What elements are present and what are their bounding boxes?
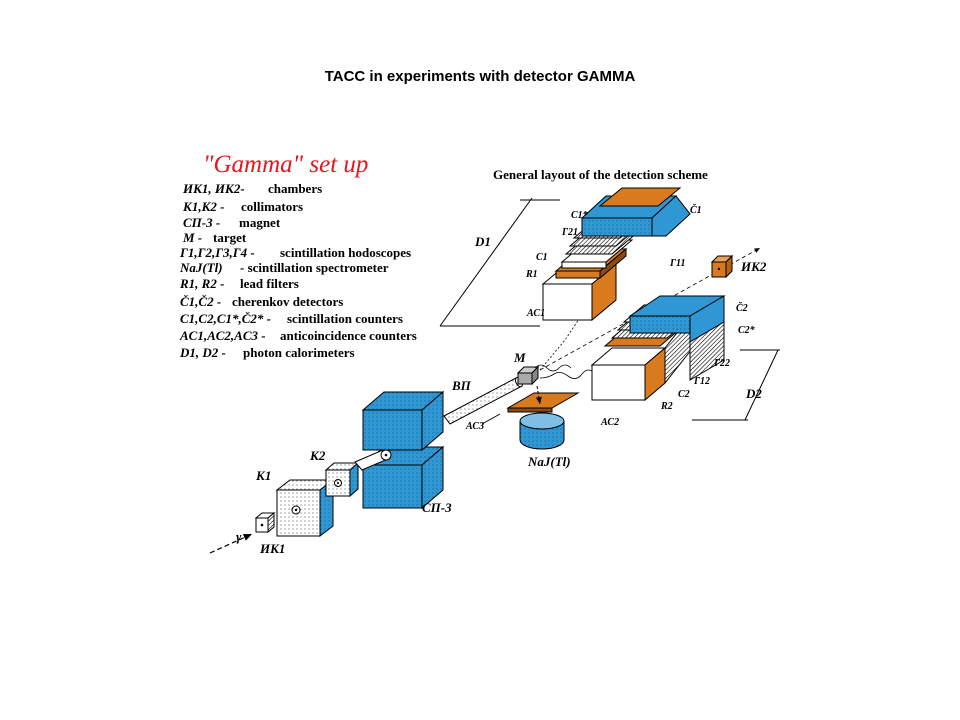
legend-desc: photon calorimeters <box>243 345 355 360</box>
k1-collimator <box>275 478 335 538</box>
legend-desc: scintillation counters <box>287 311 403 326</box>
g21-label: Г21 <box>561 227 578 238</box>
c1-label: С1 <box>536 252 548 263</box>
legend-desc: anticoincidence counters <box>280 328 417 343</box>
c1-check-label: Č1 <box>690 203 702 216</box>
sp3-magnet <box>354 390 445 510</box>
legend-key: ИК1, ИК2- <box>182 181 245 196</box>
legend-key: C1,C2,C1*,Č2* - <box>180 311 271 326</box>
legend-desc: chambers <box>268 181 322 196</box>
legend-desc: cherenkov detectors <box>232 294 343 309</box>
beam-in-arrow <box>209 533 253 554</box>
photon-path <box>534 364 572 372</box>
ac3-label: АС3 <box>465 421 484 432</box>
sp3-label: СП-3 <box>422 500 452 515</box>
legend-desc: collimators <box>241 199 303 214</box>
legend: ИК1, ИК2- chambers К1,К2 - collimators С… <box>179 181 417 360</box>
layout-title: General layout of the detection scheme <box>493 167 708 182</box>
k1-label: К1 <box>255 468 271 483</box>
naj-spectrometer <box>519 412 565 450</box>
d2-label: D2 <box>745 386 762 401</box>
ac1-label: АС1 <box>526 308 545 319</box>
legend-key: D1, D2 - <box>179 345 226 360</box>
legend-key: К1,К2 - <box>182 199 224 214</box>
legend-desc: target <box>213 230 247 245</box>
legend-key: AC1,AC2,AC3 - <box>179 328 266 343</box>
legend-desc: scintillation hodoscopes <box>280 245 411 260</box>
beam-down-arrow <box>535 385 542 405</box>
g22-label: Г22 <box>713 358 730 369</box>
slide-title: TACC in experiments with detector GAMMA <box>324 68 636 85</box>
legend-key: Č1,Č2 - <box>180 294 221 309</box>
d2-dimension <box>744 349 779 421</box>
c2-star-label: С2* <box>738 325 756 336</box>
d1-dimension <box>439 197 533 327</box>
c2-label: С2 <box>678 389 690 400</box>
legend-key: СП-3 - <box>183 215 220 230</box>
ac3-leader <box>481 413 501 425</box>
k2-collimator <box>324 461 360 498</box>
g11-label: Г11 <box>669 258 686 269</box>
vp-label: ВП <box>451 378 472 393</box>
r2-label: R2 <box>660 401 673 412</box>
d1-label: D1 <box>474 234 491 249</box>
target-m <box>516 365 540 386</box>
r1-label: R1 <box>525 269 538 280</box>
m-label: М <box>513 350 526 365</box>
k2-label: К2 <box>309 448 326 463</box>
legend-desc: magnet <box>239 215 281 230</box>
ik1-label: ИК1 <box>259 541 285 556</box>
legend-key: Г1,Г2,Г3,Г4 - <box>179 245 255 260</box>
legend-key: M - <box>182 230 202 245</box>
g12-label: Г12 <box>693 376 710 387</box>
ac3-counter <box>506 392 580 413</box>
legend-key: R1, R2 - <box>179 276 224 291</box>
naj-label: NaJ(Tl) <box>527 454 571 469</box>
c2-check-label: Č2 <box>736 301 748 314</box>
legend-key: NaJ(Tl) <box>179 260 223 275</box>
d1-arm <box>541 187 691 322</box>
legend-desc: lead filters <box>240 276 299 291</box>
gamma-label: γ <box>236 529 242 544</box>
ik2-chamber <box>710 254 734 279</box>
d2-arm <box>590 295 726 402</box>
setup-title: "Gamma" set up <box>203 151 368 178</box>
ik1-chamber <box>254 511 276 534</box>
ac2-label: АС2 <box>600 417 619 428</box>
ik2-label: ИК2 <box>740 259 767 274</box>
legend-desc: - scintillation spectrometer <box>240 260 389 275</box>
c1-star-label: С1* <box>571 210 589 221</box>
